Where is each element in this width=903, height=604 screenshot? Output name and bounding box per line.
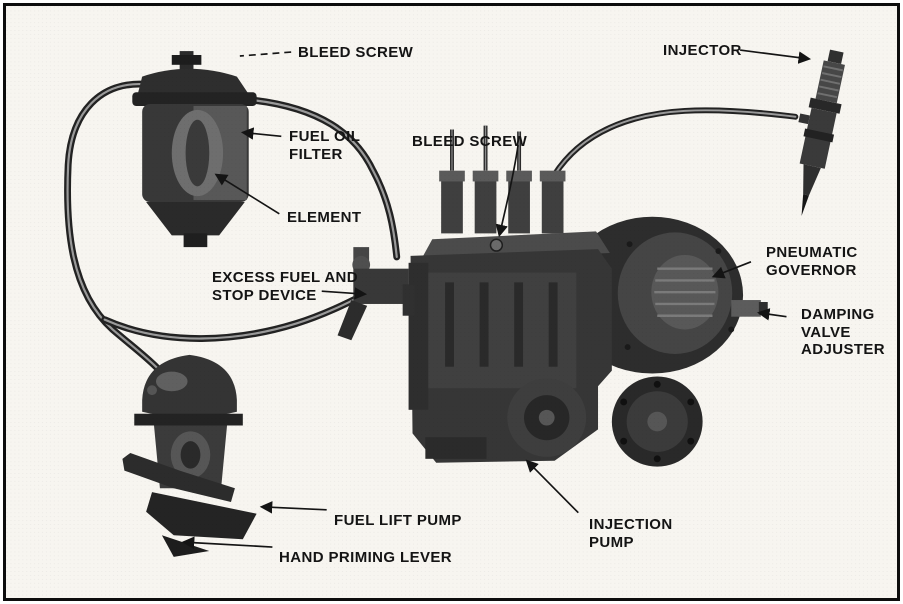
leader-bleed-screw-top [239, 51, 292, 57]
leader-fuel-oil-filter [240, 127, 282, 140]
label-hand-priming-lever: HAND PRIMING LEVER [279, 549, 453, 566]
leader-bleed-screw-pump [495, 145, 519, 238]
halftone-texture [6, 6, 897, 598]
label-injection-pump: INJECTION PUMP [589, 516, 673, 551]
label-bleed-screw-top: BLEED SCREW [298, 44, 414, 61]
label-damping-valve-adjuster: DAMPING VALVE ADJUSTER [801, 306, 886, 359]
label-excess-fuel-stop: EXCESS FUEL AND STOP DEVICE [212, 269, 359, 304]
label-injector: INJECTOR [663, 42, 742, 59]
leader-excess-fuel-stop [321, 287, 368, 300]
label-bleed-screw-pump: BLEED SCREW [412, 133, 528, 150]
label-element: ELEMENT [287, 209, 362, 226]
leader-fuel-lift-pump [259, 501, 327, 514]
leader-injection-pump [525, 459, 579, 514]
leader-hand-priming-lever [181, 536, 273, 549]
leader-pneumatic-governor [711, 261, 752, 279]
leader-lines [181, 49, 812, 549]
fuel-system-diagram [6, 6, 897, 598]
label-pneumatic-governor: PNEUMATIC GOVERNOR [766, 244, 858, 279]
leader-injector [740, 49, 812, 64]
label-fuel-oil-filter: FUEL OIL FILTER [289, 128, 361, 163]
figure-frame: BLEED SCREW INJECTOR FUEL OIL FILTER BLE… [3, 3, 900, 601]
leader-damping-valve-adjuster [756, 308, 787, 321]
leader-element [214, 173, 280, 215]
label-fuel-lift-pump: FUEL LIFT PUMP [334, 512, 462, 529]
